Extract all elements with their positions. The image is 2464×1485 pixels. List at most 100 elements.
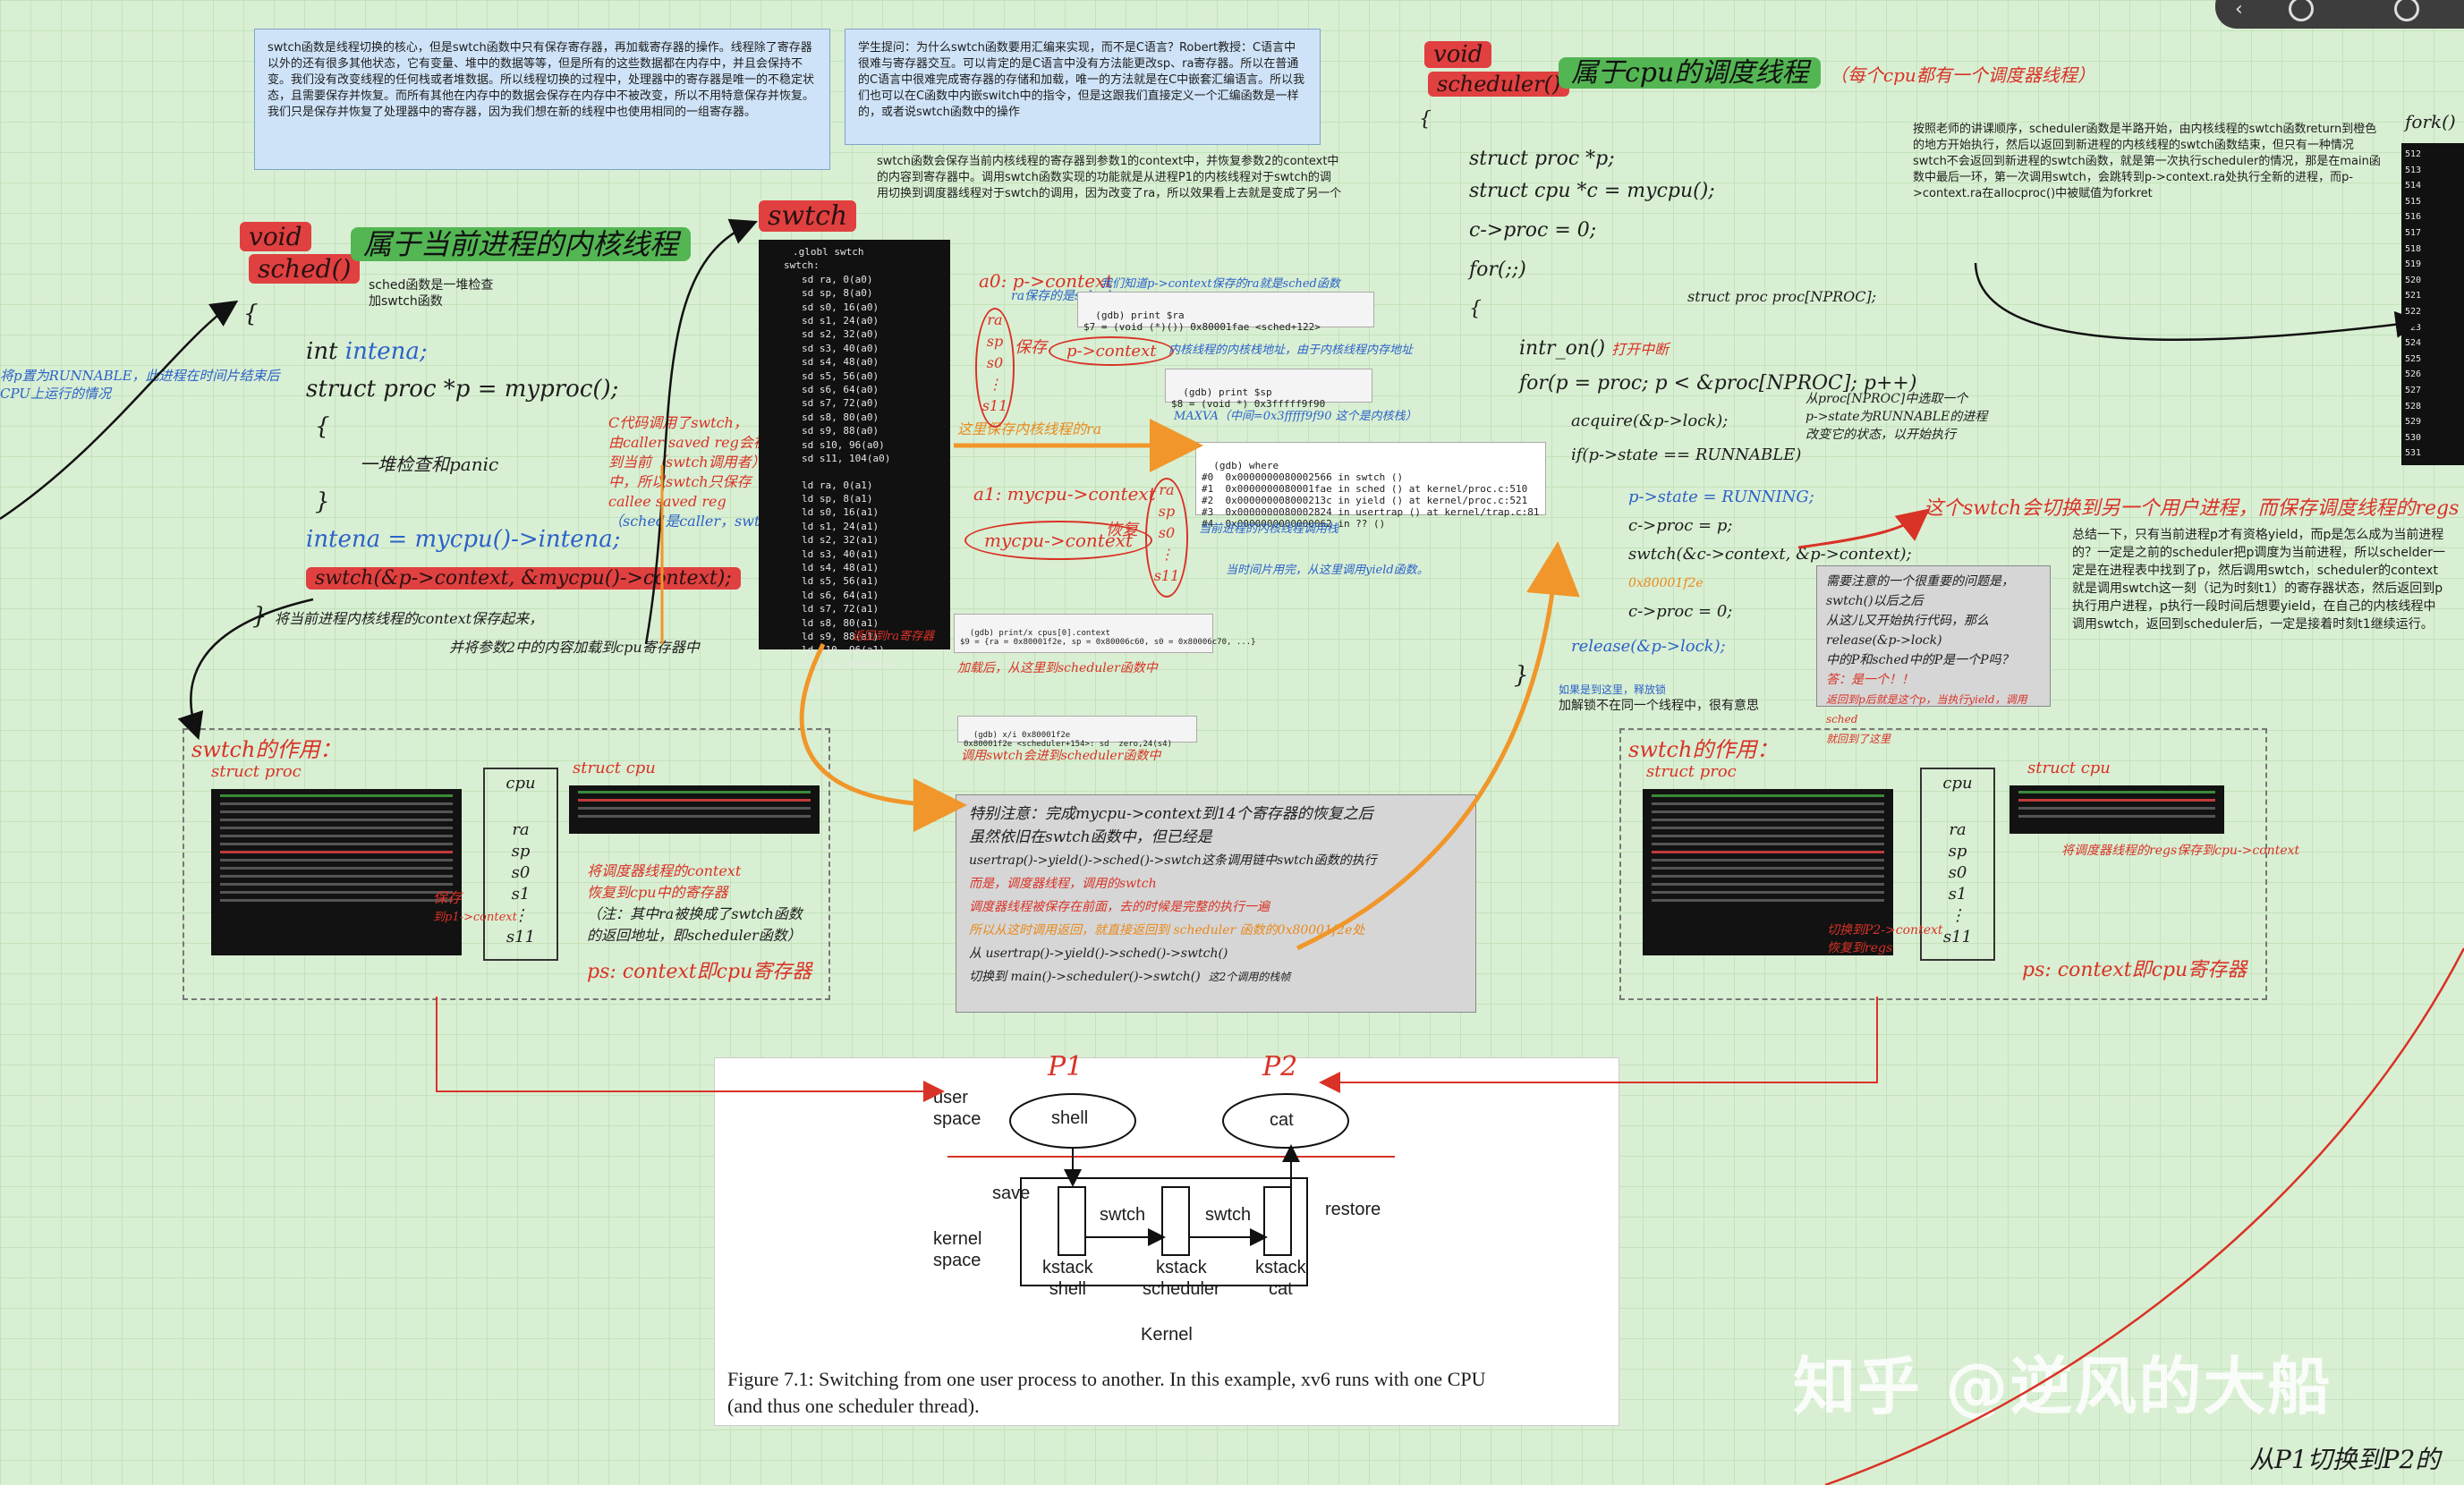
asm-load-line: ld ra, 0(a1) xyxy=(802,479,873,491)
special-note-l2: usertrap()->yield()->sched()->swtch这条调用链… xyxy=(969,853,1377,868)
line-number: 516 xyxy=(2405,212,2422,223)
register-label: ⋮ xyxy=(1950,906,1966,925)
note-swtch-core: swtch函数是线程切换的核心，但是swtch函数中只有保存寄存器，再加载寄存器… xyxy=(254,29,830,170)
swtch-role-left-struct-proc-text: struct proc xyxy=(211,762,302,781)
swtch-role-left-cpu-code xyxy=(569,785,820,834)
swtch-role-right-cpu-code xyxy=(2009,785,2224,834)
note-swtch-desc: swtch函数会保存当前内核线程的寄存器到参数1的context中，并恢复参数2… xyxy=(877,154,1342,202)
asm-load-line: ld s0, 16(a1) xyxy=(802,506,879,519)
line-number: 525 xyxy=(2405,353,2422,364)
arrow-black-right xyxy=(1974,262,2423,342)
asm-load-line: ld s8, 80(a1) xyxy=(802,616,879,629)
gdb-after-load-text: 加载后，从这里到scheduler函数中 xyxy=(957,661,1158,675)
asm-load-line: ld sp, 8(a1) xyxy=(802,492,873,505)
mycpu-context-oval: mycpu->context xyxy=(964,521,1152,560)
sch-if: if(p->state == RUNNABLE) xyxy=(1571,446,1802,464)
sch-intr: intr_on() xyxy=(1519,337,1606,360)
line-number: 514 xyxy=(2405,181,2422,191)
line-number: 512 xyxy=(2405,149,2422,159)
swtch-role-right-ps-text: ps: context即cpu寄存器 xyxy=(2022,959,2247,981)
gdb-where-note: 当前进程的内核线程调用栈 xyxy=(1199,519,1338,536)
gdb-ra: (gdb) print $ra $7 = (void (*)()) 0x8000… xyxy=(1077,292,1374,333)
red-arrow-note-text: 这个swtch会切换到另一个用户进程，而保存调度线程的regs xyxy=(1924,497,2460,520)
register-label: s11 xyxy=(1942,928,1973,946)
note-student-question-text: 学生提问：为什么swtch函数要用汇编来实现，而不是C语言？Robert教授：C… xyxy=(858,41,1305,119)
line-number: 529 xyxy=(2405,417,2422,428)
sch-brace: { xyxy=(1419,108,1432,131)
sch-release: release(&p->lock); xyxy=(1571,637,1726,656)
question-box: 需要注意的一个很重要的问题是，swtch()以后之后 从这儿又开始执行代码，那么… xyxy=(1816,565,2051,745)
swtch-role-right-struct-cpu: struct cpu xyxy=(2027,759,2111,777)
scheduler-code-2: acquire(&p->lock); if(p->state == RUNNAB… xyxy=(1571,404,1801,472)
sch-acquire: acquire(&p->lock); xyxy=(1571,412,1729,430)
sched-swtch-call: swtch(&p->context, &mycpu()->context); xyxy=(306,567,741,590)
save-label-text: 保存 xyxy=(1015,338,1047,357)
clock-icon[interactable] xyxy=(2394,0,2419,21)
asm-save-line: sd s5, 56(a0) xyxy=(802,369,879,382)
q-line-1: 需要注意的一个很重要的问题是，swtch()以后之后 xyxy=(1826,574,2014,608)
asm-load-line: ld s7, 72(a1) xyxy=(802,603,879,615)
swtch-asm-code: .globl swtch swtch: sd ra, 0(a0)sd sp, 8… xyxy=(759,240,950,694)
sch-p: struct proc *p; xyxy=(1469,148,1615,170)
swtch-role-left-struct-proc: struct proc xyxy=(211,762,302,781)
asm-save-line: sd s1, 24(a0) xyxy=(802,315,879,327)
ret-note: 返回到ra寄存器 xyxy=(852,626,934,643)
back-icon[interactable]: ‹ xyxy=(2235,0,2243,21)
swtch-role-right-title: swtch的作用： xyxy=(1628,732,1778,763)
fork-label: fork() xyxy=(2405,111,2456,132)
q-line-5: 返回到p后就是这个p，当执行yield，调用sched xyxy=(1826,693,2027,726)
fig-swtch1: swtch xyxy=(1100,1205,1146,1225)
note-scheduler-order-text: 按照老师的讲课顺序，scheduler函数是半路开始，由内核线程的swtch函数… xyxy=(1913,123,2381,200)
register-label: s0 xyxy=(1948,863,1967,882)
asm-load-line: ld s1, 24(a1) xyxy=(802,520,879,532)
fig-kstack-shell-2: shell xyxy=(1049,1279,1086,1299)
register-label: ra xyxy=(1949,820,1967,839)
asm-save-line: sd sp, 8(a0) xyxy=(802,287,873,300)
sch-c: struct cpu *c = mycpu(); xyxy=(1469,180,1715,202)
scheduler-title-note: （每个cpu都有一个调度器线程） xyxy=(1829,64,2095,86)
register-label: s11 xyxy=(506,928,536,946)
sched-end-comment2: 并将参数2中的内容加载到cpu寄存器中 xyxy=(449,639,700,656)
special-note-l4: 所以从这时调用返回，就直接返回到 scheduler 函数的0x80001f2e… xyxy=(969,923,1365,938)
special-note-box: 特别注意：完成mycpu->context到14个寄存器的恢复之后 虽然依旧在s… xyxy=(956,794,1476,1013)
fig-user-space-2: space xyxy=(933,1109,981,1129)
swtch-role-left-save-text: 保存 xyxy=(433,889,463,906)
fig-caption-2: (and thus one scheduler thread). xyxy=(727,1395,980,1417)
sched-void-label: void xyxy=(240,222,311,251)
register-label: sp xyxy=(511,842,531,861)
a1-label-text: a1: mycpu->context xyxy=(973,483,1156,505)
sch-for: for(;;) xyxy=(1469,259,1526,281)
fig-swtch2: swtch xyxy=(1205,1205,1252,1225)
swtch-role-left-title: swtch的作用： xyxy=(191,732,341,763)
swtch-role-left-note2: 恢复到cpu中的寄存器 xyxy=(587,884,728,901)
sched-desc: sched函数是一堆检查 加swtch函数 xyxy=(369,277,493,310)
save-label: 保存 xyxy=(1015,335,1047,358)
swtch-role-left-note1: 将调度器线程的context xyxy=(587,862,742,879)
gdb-ra-note: 我们知道p->context保存的ra就是sched函数 xyxy=(1100,274,1340,291)
sched-end-comment: 将当前进程内核线程的context保存起来， xyxy=(274,610,544,627)
sched-brace2: { xyxy=(315,413,330,440)
asm-save-line: sd s2, 32(a0) xyxy=(802,328,879,341)
swtch-role-left-notes: 将调度器线程的context 恢复到cpu中的寄存器 （注：其中ra被换成了sw… xyxy=(587,861,803,946)
line-number: 519 xyxy=(2405,259,2422,270)
sched-name-text: sched() xyxy=(249,254,361,284)
swtch-role-right-proc-code xyxy=(1643,789,1893,955)
register-label: sp xyxy=(1948,842,1967,861)
q-line-2: 从这儿又开始执行代码，那么release(&p->lock) xyxy=(1826,614,1989,648)
q-line-6: 就回到了这里 xyxy=(1826,733,1891,745)
sched-desc-1: sched函数是一堆检查 xyxy=(369,278,494,293)
sched-brace-open: { xyxy=(243,301,259,327)
figure-7-1: P1 P2 user space shell cat save swtch sw… xyxy=(714,1051,1619,1426)
q-line-3: 中的P和sched中的P是一个P吗？ xyxy=(1826,653,2014,667)
sch-state: p->state = RUNNING; xyxy=(1628,488,1814,506)
gdb-context-text: (gdb) print/x cpus[0].context $9 = {ra =… xyxy=(960,629,1256,647)
pen-icon[interactable] xyxy=(2289,0,2314,21)
swtch-label-text: swtch xyxy=(759,200,857,232)
fig-kernel-space: kernel space xyxy=(933,1228,981,1271)
mycpu-context-oval-text: mycpu->context xyxy=(984,530,1133,551)
line-number: 527 xyxy=(2405,385,2422,395)
fig-kstack-sched: kstack scheduler xyxy=(1143,1257,1220,1300)
gdb-sched-line: (gdb) x/i 0x80001f2e 0x80001f2e <schedul… xyxy=(957,716,1197,749)
special-note-title: 特别注意：完成mycpu->context到14个寄存器的恢复之后 xyxy=(969,805,1373,823)
